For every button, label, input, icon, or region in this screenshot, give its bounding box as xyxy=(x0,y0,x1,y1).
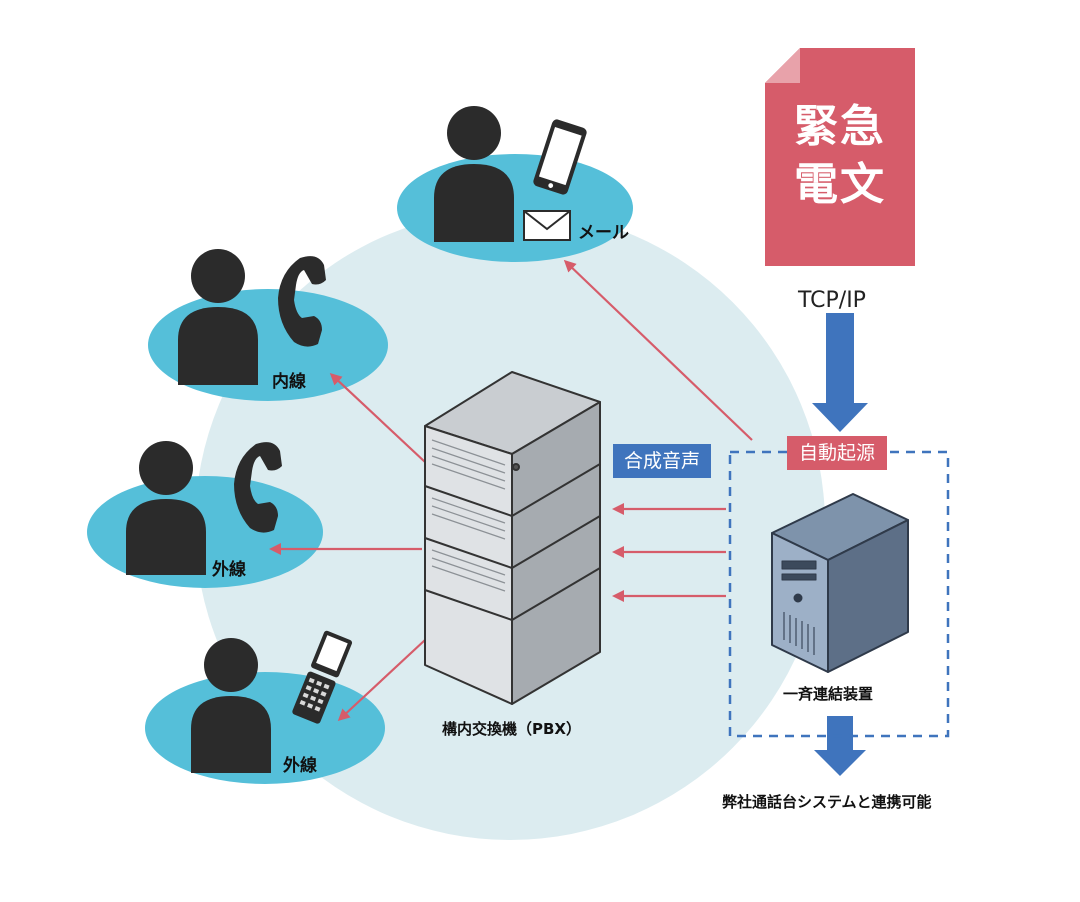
mail-label: メール xyxy=(578,223,629,243)
integration-note: 弊社通話台システムと連携可能 xyxy=(722,793,932,811)
synth-voice-badge: 合成音声 xyxy=(613,444,711,478)
flip-phone-icon xyxy=(292,630,353,724)
pbx-label: 構内交換機（PBX） xyxy=(442,720,581,738)
integration-flow-arrow xyxy=(814,716,866,776)
mail-envelope-icon xyxy=(523,210,571,241)
protocol-label: TCP/IP xyxy=(798,288,866,313)
outside-line-1-label: 外線 xyxy=(212,560,246,580)
person-icon xyxy=(126,441,206,575)
auto-origin-group-box xyxy=(728,450,950,738)
person-icon xyxy=(178,249,258,385)
smartphone-icon xyxy=(533,119,587,195)
emergency-document xyxy=(765,48,915,266)
telephone-handset-icon xyxy=(234,442,282,533)
outside-line-2-label: 外線 xyxy=(283,756,317,776)
arrow-to-outside-line-2 xyxy=(337,639,426,722)
emergency-document-line1: 緊急 xyxy=(794,101,886,152)
auto-origin-badge: 自動起源 xyxy=(787,436,887,470)
extension-label: 内線 xyxy=(272,372,306,392)
tcp-ip-flow-arrow xyxy=(812,313,868,432)
telephone-handset-icon xyxy=(278,256,326,347)
mail-user-ellipse xyxy=(397,154,633,262)
arrow-to-extension xyxy=(329,372,426,463)
emergency-document-text: 緊急 電文 xyxy=(765,98,915,214)
pbx-server-rack xyxy=(424,371,601,705)
emergency-document-line2: 電文 xyxy=(794,159,886,210)
arrow-to-mail xyxy=(563,259,753,441)
broadcast-device-server xyxy=(771,493,909,673)
person-icon xyxy=(191,638,271,773)
broadcast-device-label: 一斉連結装置 xyxy=(783,685,874,703)
person-icon xyxy=(434,106,514,242)
